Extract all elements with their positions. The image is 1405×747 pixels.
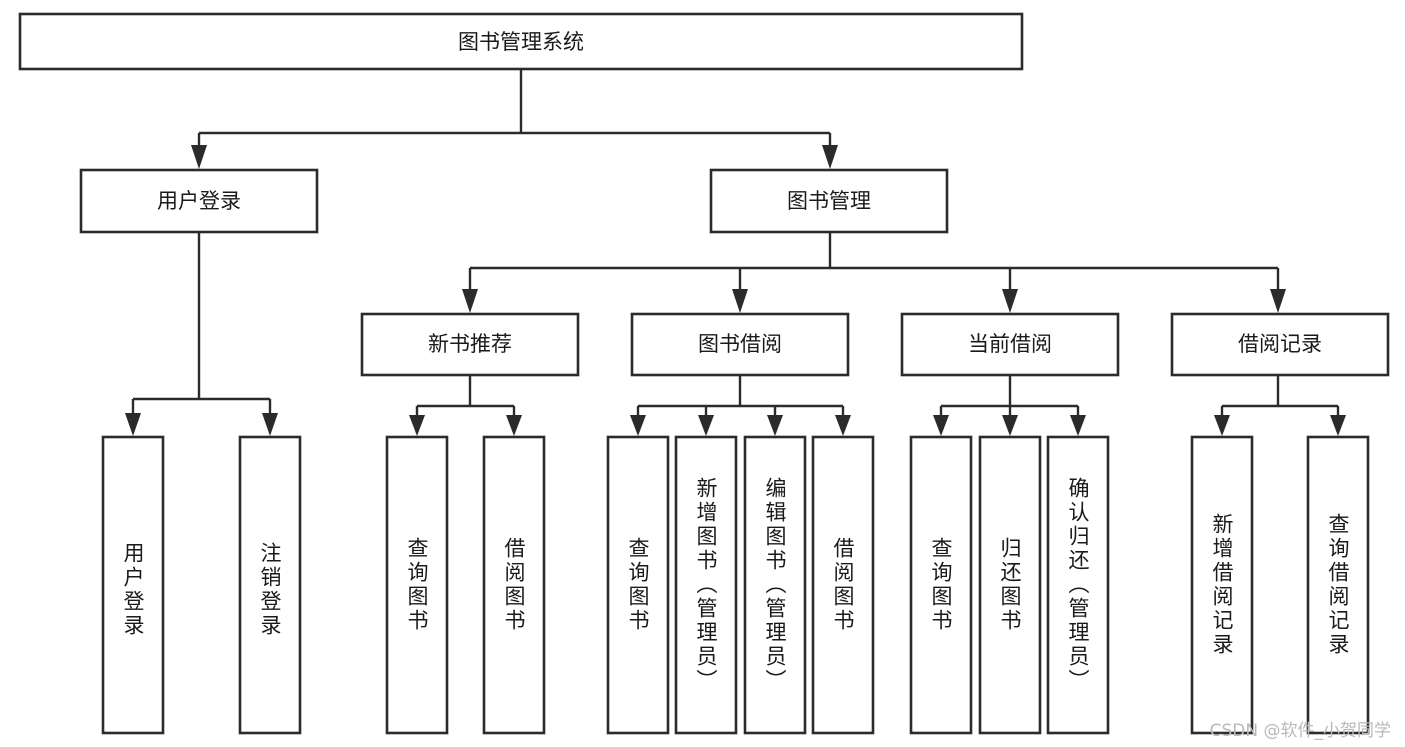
arrow-head-bb-edit: [767, 415, 783, 436]
arrow-head-bb-add: [698, 415, 714, 436]
leaf-current-borrow-confirm-box[interactable]: [1046, 435, 1110, 735]
node-borrow-record-label: 借阅记录: [1238, 332, 1322, 356]
node-user-login-label: 用户登录: [157, 189, 241, 213]
leaf-borrow-record-query-label: 查询借阅记录: [1326, 513, 1350, 657]
connector-bookborrow-to-leaves: [630, 376, 851, 436]
leaf-user-login-login-box[interactable]: [101, 435, 165, 735]
node-book-borrow[interactable]: 图书借阅: [630, 312, 850, 377]
leaf-book-borrow-edit-box[interactable]: [743, 435, 807, 735]
node-root-box[interactable]: [18, 12, 1024, 71]
leaf-book-borrow-query[interactable]: 查询图书: [606, 435, 670, 735]
node-book-management-box[interactable]: [709, 168, 949, 234]
arrow-head-new-book: [462, 289, 478, 313]
leaf-borrow-record-add[interactable]: 新增借阅记录: [1190, 435, 1254, 735]
leaf-book-borrow-borrow-label: 借阅图书: [831, 537, 855, 633]
node-current-borrow[interactable]: 当前借阅: [900, 312, 1120, 377]
node-root-label: 图书管理系统: [458, 30, 584, 54]
leaf-current-borrow-query-box[interactable]: [909, 435, 973, 735]
leaf-user-login-login-label: 用户登录: [121, 542, 145, 638]
leaf-borrow-record-query-box[interactable]: [1306, 435, 1370, 735]
leaf-book-borrow-edit[interactable]: 编辑图书（管理员）: [743, 435, 807, 735]
leaf-user-login-logout-box[interactable]: [238, 435, 302, 735]
leaf-user-login-logout-label: 注销登录: [258, 542, 282, 638]
leaf-borrow-record-add-label: 新增借阅记录: [1210, 513, 1234, 657]
node-current-borrow-label: 当前借阅: [968, 332, 1052, 356]
arrow-head-nb-borrow: [506, 415, 522, 436]
node-book-borrow-box[interactable]: [630, 312, 850, 377]
leaf-borrow-record-query[interactable]: 查询借阅记录: [1306, 435, 1370, 735]
node-new-book-recommend-box[interactable]: [360, 312, 580, 377]
leaf-new-book-borrow-box[interactable]: [482, 435, 546, 735]
node-borrow-record[interactable]: 借阅记录: [1170, 312, 1390, 377]
leaf-book-borrow-edit-label: 编辑图书（管理员）: [763, 477, 787, 693]
leaf-new-book-borrow-label: 借阅图书: [502, 537, 526, 633]
connector-newbook-to-leaves: [409, 376, 522, 436]
arrow-head-leaf-logout: [262, 413, 278, 436]
leaf-user-login-login[interactable]: 用户登录: [101, 435, 165, 735]
arrow-head-bb-borrow: [835, 415, 851, 436]
leaf-new-book-query-label: 查询图书: [405, 537, 429, 633]
connector-borrowrecord-to-leaves: [1214, 376, 1346, 436]
arrow-head-br-add: [1214, 415, 1230, 436]
leaf-new-book-borrow[interactable]: 借阅图书: [482, 435, 546, 735]
node-book-borrow-label: 图书借阅: [698, 332, 782, 356]
leaf-book-borrow-query-label: 查询图书: [626, 537, 650, 633]
node-book-management-label: 图书管理: [787, 189, 871, 213]
leaf-current-borrow-confirm[interactable]: 确认归还（管理员）: [1046, 435, 1110, 735]
leaf-user-login-logout[interactable]: 注销登录: [238, 435, 302, 735]
connector-userlogin-to-leaves: [125, 233, 278, 436]
arrow-head-cb-query: [933, 415, 949, 436]
leaf-borrow-record-add-box[interactable]: [1190, 435, 1254, 735]
arrow-head-book-borrow: [732, 289, 748, 313]
leaf-book-borrow-borrow-box[interactable]: [811, 435, 875, 735]
leaf-current-borrow-return-box[interactable]: [978, 435, 1042, 735]
node-book-management[interactable]: 图书管理: [709, 168, 949, 234]
node-current-borrow-box[interactable]: [900, 312, 1120, 377]
leaf-new-book-query-box[interactable]: [385, 435, 449, 735]
leaf-current-borrow-query-label: 查询图书: [929, 537, 953, 633]
node-user-login[interactable]: 用户登录: [79, 168, 319, 234]
leaf-book-borrow-add-label: 新增图书（管理员）: [694, 477, 718, 693]
connector-root-to-level2: [191, 69, 838, 169]
arrow-head-nb-query: [409, 415, 425, 436]
leaf-book-borrow-add[interactable]: 新增图书（管理员）: [674, 435, 738, 735]
leaf-book-borrow-query-box[interactable]: [606, 435, 670, 735]
arrow-head-borrow-record: [1270, 289, 1286, 313]
leaf-book-borrow-borrow[interactable]: 借阅图书: [811, 435, 875, 735]
node-new-book-recommend[interactable]: 新书推荐: [360, 312, 580, 377]
leaf-book-borrow-add-box[interactable]: [674, 435, 738, 735]
arrow-head-current-borrow: [1002, 289, 1018, 313]
arrow-head-book-mgmt: [822, 145, 838, 169]
arrow-head-leaf-user-login: [125, 413, 141, 436]
leaf-new-book-query[interactable]: 查询图书: [385, 435, 449, 735]
leaf-current-borrow-return-label: 归还图书: [998, 537, 1022, 633]
leaf-current-borrow-confirm-label: 确认归还（管理员）: [1066, 477, 1090, 693]
node-user-login-box[interactable]: [79, 168, 319, 234]
node-borrow-record-box[interactable]: [1170, 312, 1390, 377]
arrow-head-cb-confirm: [1070, 415, 1086, 436]
arrow-head-cb-return: [1002, 415, 1018, 436]
arrow-head-user-login: [191, 145, 207, 169]
leaf-current-borrow-return[interactable]: 归还图书: [978, 435, 1042, 735]
connector-currentborrow-to-leaves: [933, 376, 1086, 436]
arrow-head-bb-query: [630, 415, 646, 436]
node-new-book-recommend-label: 新书推荐: [428, 332, 512, 356]
arrow-head-br-query: [1330, 415, 1346, 436]
connector-bookmgmt-to-level3: [462, 233, 1286, 313]
leaf-current-borrow-query[interactable]: 查询图书: [909, 435, 973, 735]
node-root-book-management-system[interactable]: 图书管理系统: [18, 12, 1024, 71]
